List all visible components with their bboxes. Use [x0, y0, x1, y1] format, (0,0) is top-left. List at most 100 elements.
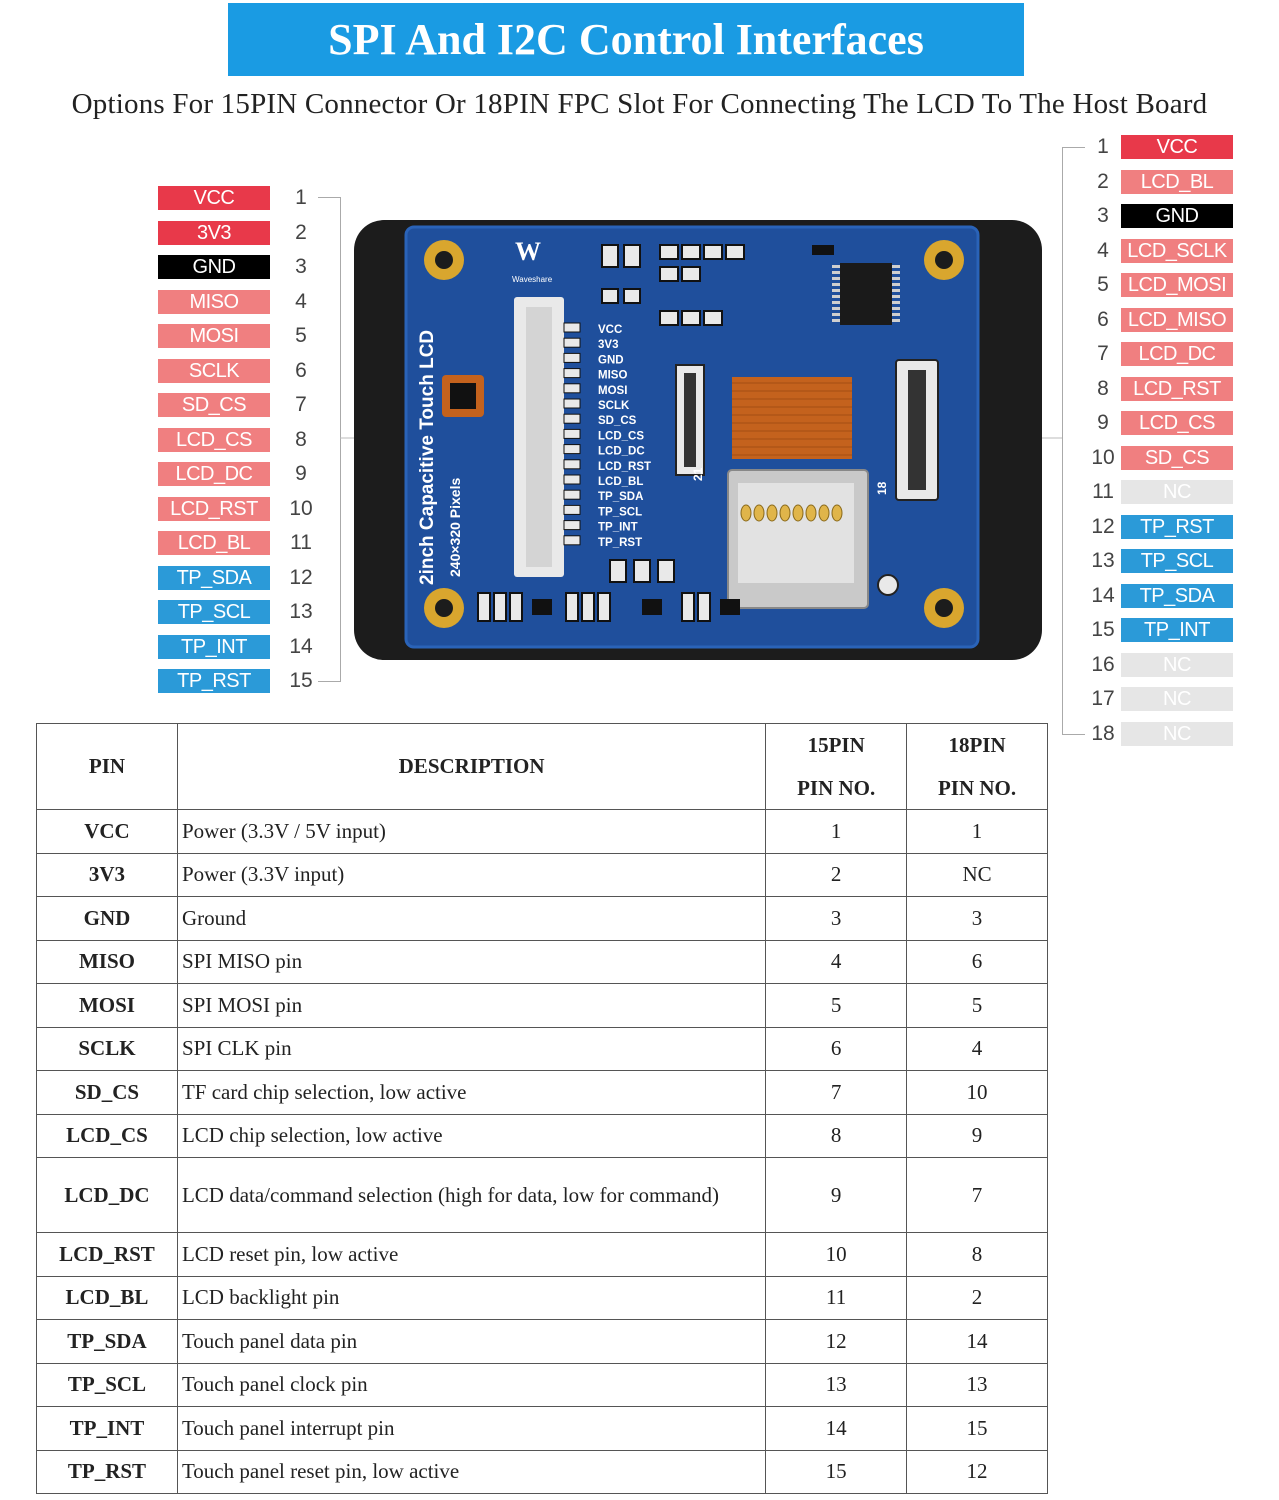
- ic-chip: [840, 263, 892, 325]
- header-tooth: [563, 413, 581, 424]
- header-tooth: [563, 535, 581, 546]
- pin-number: 13: [289, 600, 313, 623]
- pin-number: 10: [289, 496, 313, 520]
- cell-15pin: 13: [765, 1362, 908, 1407]
- board-title: 2inch Capacitive Touch LCD: [417, 330, 438, 585]
- cell-description: Touch panel reset pin, low active: [176, 1449, 767, 1494]
- silkscreen-label: VCC: [598, 324, 622, 336]
- pin-label: LCD_RST: [158, 496, 270, 521]
- cell-15pin: 12: [765, 1319, 908, 1364]
- pin-label: LCD_DC: [158, 462, 270, 486]
- cell-pin: TP_INT: [36, 1406, 178, 1451]
- cell-pin: TP_SCL: [36, 1362, 178, 1407]
- pin-label: TP_RST: [1121, 514, 1233, 539]
- cell-description: SPI MISO pin: [176, 939, 767, 984]
- pin-label: GND: [158, 255, 270, 279]
- transistor: [720, 599, 740, 615]
- pin-number: 7: [1097, 342, 1109, 365]
- pin-number: 13: [1091, 549, 1115, 572]
- smd-components-bottom: [477, 559, 711, 622]
- pin-number: 3: [1097, 204, 1109, 227]
- cell-description: Touch panel clock pin: [176, 1362, 767, 1407]
- brand-label: Waveshare: [512, 275, 553, 284]
- header-tooth: [563, 322, 581, 333]
- cell-15pin: 3: [765, 896, 908, 941]
- cell-18pin: 6: [906, 939, 1048, 984]
- mounting-hole: [924, 240, 964, 280]
- silkscreen-label: TP_RST: [598, 537, 642, 549]
- pin-number: 4: [1097, 238, 1109, 262]
- pin-label: GND: [1121, 204, 1233, 228]
- subtitle: Options For 15PIN Connector Or 18PIN FPC…: [71, 88, 1208, 120]
- cell-18pin: 12: [906, 1449, 1048, 1494]
- header-tooth: [563, 383, 581, 394]
- cell-15pin: 5: [765, 983, 908, 1028]
- pin-label: TP_RST: [158, 669, 270, 693]
- header-15pin: 15PIN: [765, 723, 908, 768]
- left-connector-bracket: [318, 197, 341, 682]
- cell-18pin: 5: [906, 983, 1048, 1028]
- mark-left: 21: [691, 467, 705, 481]
- silkscreen-label: 3V3: [598, 339, 618, 351]
- silkscreen-label: TP_SCL: [598, 506, 642, 518]
- pin-number: 11: [1092, 480, 1114, 503]
- header-tooth: [563, 504, 581, 515]
- pin-number: 16: [1091, 652, 1115, 676]
- cell-15pin: 8: [765, 1113, 908, 1158]
- cell-15pin: 6: [765, 1026, 908, 1071]
- cell-15pin: 9: [765, 1157, 908, 1233]
- header-tooth: [563, 428, 581, 439]
- transistor: [532, 599, 552, 615]
- pin-label: SD_CS: [1121, 445, 1233, 470]
- pin-label: NC: [1121, 652, 1233, 677]
- pin-label: LCD_BL: [1121, 169, 1233, 194]
- pin-label: LCD_CS: [1121, 411, 1233, 435]
- cell-description: LCD reset pin, low active: [176, 1232, 767, 1277]
- cell-description: LCD backlight pin: [176, 1275, 767, 1320]
- pin-number: 17: [1091, 687, 1115, 710]
- cell-pin: 3V3: [36, 852, 178, 897]
- pin-description-table: PIN DESCRIPTION 15PIN 18PIN PIN NO. PIN …: [36, 723, 1048, 1494]
- cell-18pin: NC: [906, 852, 1048, 897]
- cell-pin: LCD_RST: [36, 1232, 178, 1277]
- pin-number: 1: [1097, 135, 1109, 158]
- header-pin: PIN: [36, 723, 178, 810]
- mounting-hole: [424, 588, 464, 628]
- header-tooth: [563, 398, 581, 409]
- pin-number: 6: [295, 358, 307, 382]
- cell-15pin: 4: [765, 939, 908, 984]
- cell-pin: SD_CS: [36, 1070, 178, 1115]
- cell-15pin: 14: [765, 1406, 908, 1451]
- pin-number: 4: [295, 289, 307, 313]
- cell-pin: MISO: [36, 939, 178, 984]
- cell-18pin: 14: [906, 1319, 1048, 1364]
- pin-row: VCC 1: [1088, 135, 1268, 159]
- pin-label: TP_INT: [1121, 618, 1233, 642]
- waveshare-logo: W: [515, 237, 541, 266]
- silkscreen-label: LCD_BL: [598, 476, 643, 488]
- header-tooth: [563, 520, 581, 531]
- pin-label: VCC: [1121, 135, 1233, 159]
- silkscreen-label: SCLK: [598, 400, 630, 412]
